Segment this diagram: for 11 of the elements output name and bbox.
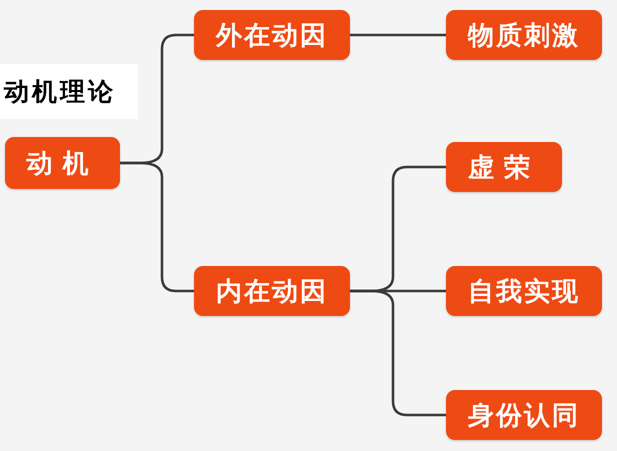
topic-box: 自我实现 (446, 266, 602, 316)
topic-box: 内在动因 (194, 266, 350, 316)
topic-box: 身份认同 (446, 390, 602, 440)
topic-box: 物质刺激 (446, 10, 602, 60)
title: 动机理论 (0, 64, 138, 119)
brace-connector (118, 162, 196, 292)
root-topic-box: 动机 (5, 137, 120, 189)
topic-box: 外在动因 (194, 10, 350, 60)
topic-box: 虚荣 (446, 142, 562, 192)
brace-connector (348, 290, 448, 416)
connector-line (348, 34, 448, 36)
